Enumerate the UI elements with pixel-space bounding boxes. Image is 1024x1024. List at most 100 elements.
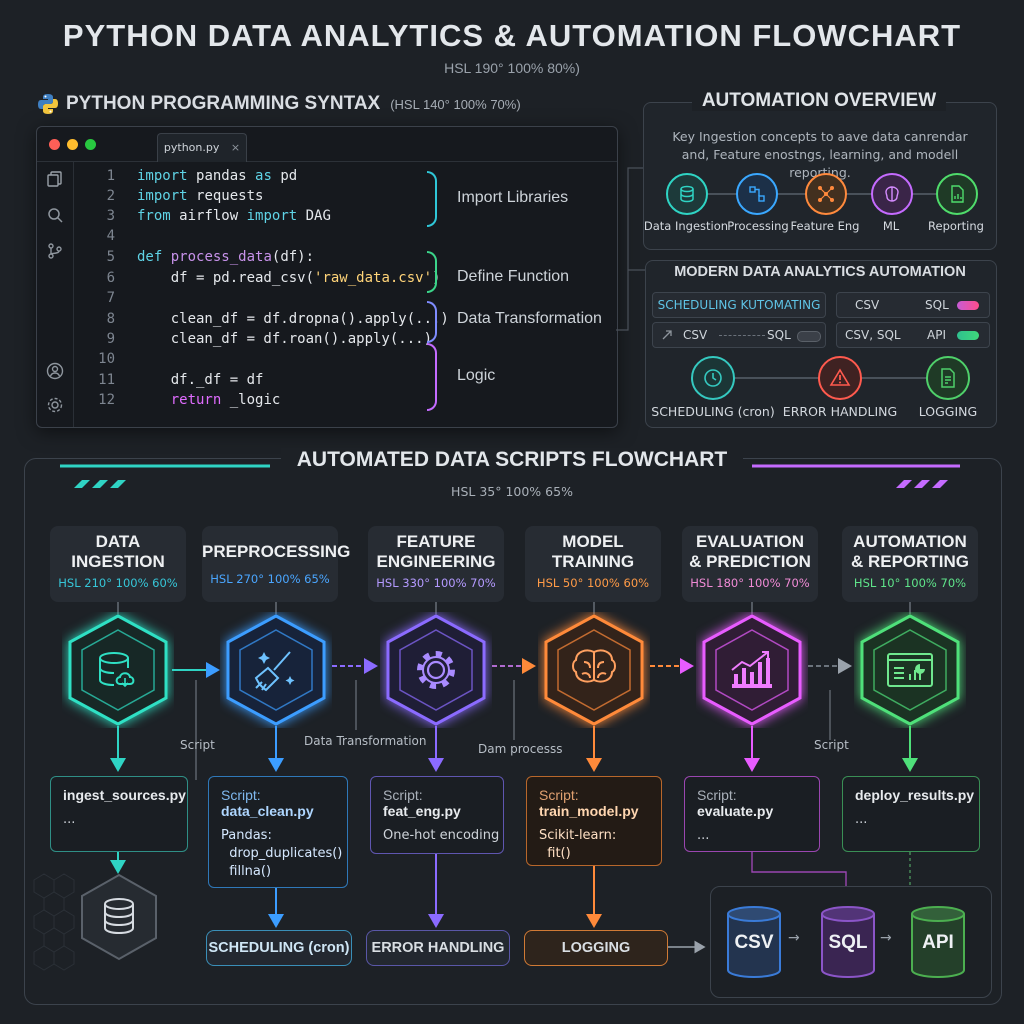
report-icon[interactable]	[936, 173, 978, 215]
syntax-hsl: (HSL 140° 100% 70%)	[390, 96, 521, 112]
code-line[interactable]: 7	[106, 290, 115, 306]
error-handling-pill[interactable]: ERROR HANDLING	[366, 930, 510, 966]
toggle-switch[interactable]	[957, 331, 979, 340]
search-icon[interactable]	[46, 206, 64, 224]
automation-overview-title-wrap: AUTOMATION OVERVIEW	[643, 90, 995, 112]
annotation-script: Script	[814, 738, 849, 752]
code-line[interactable]: 12 return _logic	[98, 392, 281, 408]
network-icon[interactable]	[736, 173, 778, 215]
script-box-ingest[interactable]: ingest_sources.py ...	[50, 776, 188, 852]
maximize-window-button[interactable]	[85, 139, 96, 150]
database-icon[interactable]	[666, 173, 708, 215]
script-box-evaluate[interactable]: Script: evaluate.py ...	[684, 776, 820, 852]
row-label-csv-sql: CSV, SQL	[845, 328, 901, 342]
script-body: Scikit-learn: fit()	[539, 828, 617, 861]
files-icon[interactable]	[46, 170, 64, 188]
brace-transform	[427, 301, 437, 343]
editor-title-bar: python.py ×	[37, 127, 617, 162]
stage-hsl: HSL 180° 100% 70%	[690, 576, 810, 590]
editor-tab-label: python.py	[163, 141, 220, 154]
annotation-script: Script	[180, 738, 215, 752]
link-label-sql: SQL	[767, 328, 791, 342]
script-prefix: Script:	[383, 787, 423, 803]
code-line[interactable]: 11 df._df = df	[98, 372, 264, 388]
brace-label-function: Define Function	[457, 268, 570, 285]
script-body: ...	[855, 812, 868, 827]
dashed-link-line	[719, 335, 765, 336]
script-box-train[interactable]: Script: train_model.py Scikit-learn: fit…	[526, 776, 662, 866]
syntax-heading-text: PYTHON PROGRAMMING SYNTAX	[66, 93, 381, 114]
stage-name-line2: ENGINEERING	[376, 552, 496, 571]
brain-icon[interactable]	[871, 173, 913, 215]
database-icon[interactable]	[78, 872, 160, 962]
panel-connector-lines	[616, 167, 646, 331]
brace-logic	[427, 343, 437, 411]
log-file-icon[interactable]	[926, 356, 970, 400]
code-line[interactable]: 6 df = pd.read_csv('raw_data.csv')	[106, 270, 441, 286]
csv-sql-api-row[interactable]: CSV, SQL API	[836, 322, 990, 348]
script-box-clean[interactable]: Script: data_clean.py Pandas: drop_dupli…	[208, 776, 348, 888]
sql-cylinder-icon[interactable]	[818, 904, 878, 980]
source-control-icon[interactable]	[46, 242, 64, 260]
csv-sql-toggle-row[interactable]: CSV SQL	[836, 292, 990, 318]
api-cylinder-icon[interactable]	[908, 904, 968, 980]
script-name: ingest_sources.py	[63, 787, 186, 803]
brace-import	[427, 171, 437, 227]
logging-pill[interactable]: LOGGING	[524, 930, 668, 966]
flowchart-subtitle: HSL 35° 100% 65%	[451, 484, 573, 499]
brace-function	[427, 251, 437, 293]
toggle-switch[interactable]	[797, 331, 821, 342]
scheduling-pill[interactable]: SCHEDULING KUTOMATING	[652, 292, 826, 318]
database-cloud-icon[interactable]	[62, 612, 174, 728]
stage-hsl: HSL 270° 100% 65%	[210, 572, 330, 586]
code-line[interactable]: 10	[98, 351, 115, 367]
code-line[interactable]: 9 clean_df = df.roan().apply(...)	[106, 331, 433, 347]
stage-name-line1: EVALUATION	[696, 532, 804, 551]
brain-icon[interactable]	[538, 612, 650, 728]
csv-cylinder-icon[interactable]	[724, 904, 784, 980]
warning-icon[interactable]	[818, 356, 862, 400]
toggle-switch[interactable]	[957, 301, 979, 310]
annotation-dam-process: Dam processs	[478, 742, 563, 756]
script-name: train_model.py	[539, 803, 639, 819]
script-prefix: Script:	[539, 787, 579, 803]
close-window-button[interactable]	[49, 139, 60, 150]
page-subtitle: HSL 190° 100% 80%)	[444, 60, 580, 76]
account-icon[interactable]	[46, 362, 64, 380]
dashboard-icon[interactable]	[854, 612, 966, 728]
clock-icon[interactable]	[691, 356, 735, 400]
stage-name-line2: INGESTION	[71, 552, 165, 571]
stage-hsl: HSL 10° 100% 70%	[853, 576, 967, 590]
csv-sql-link-row[interactable]: CSV SQL	[652, 322, 826, 348]
minimize-window-button[interactable]	[67, 139, 78, 150]
settings-gear-icon[interactable]	[46, 396, 64, 414]
flowchart-title-wrap: AUTOMATED DATA SCRIPTS FLOWCHART	[270, 448, 754, 472]
output-label-sql: SQL	[828, 932, 868, 953]
brace-label-transform: Data Transformation	[457, 310, 602, 327]
graph-icon[interactable]	[805, 173, 847, 215]
stage-header-feature-engineering: FEATURE ENGINEERING HSL 330° 100% 70%	[368, 526, 504, 602]
brace-label-logic: Logic	[457, 367, 496, 384]
stage-hsl: HSL 210° 100% 60%	[58, 576, 178, 590]
stage-name-line1: PREPROCESSING	[202, 542, 351, 561]
code-line[interactable]: 8 clean_df = df.dropna().apply(...)	[106, 311, 449, 327]
code-line[interactable]: 4	[106, 228, 115, 244]
scheduling-cron-pill[interactable]: SCHEDULING (cron)	[206, 930, 352, 966]
script-box-features[interactable]: Script: feat_eng.py One-hot encoding	[370, 776, 504, 854]
modern-item-label: SCHEDULING (cron)	[651, 404, 775, 419]
bar-chart-icon[interactable]	[696, 612, 808, 728]
script-box-deploy[interactable]: deploy_results.py ...	[842, 776, 980, 852]
tab-close-icon[interactable]: ×	[230, 141, 241, 154]
stage-hsl: HSL 330° 100% 70%	[376, 576, 496, 590]
editor-tab[interactable]: python.py ×	[157, 133, 247, 162]
gear-icon[interactable]	[380, 612, 492, 728]
row-label-api: API	[927, 328, 946, 342]
broom-icon[interactable]	[220, 612, 332, 728]
annotation-data-transformation: Data Transformation	[304, 734, 427, 748]
page-title: PYTHON DATA ANALYTICS & AUTOMATION FLOWC…	[62, 18, 962, 53]
